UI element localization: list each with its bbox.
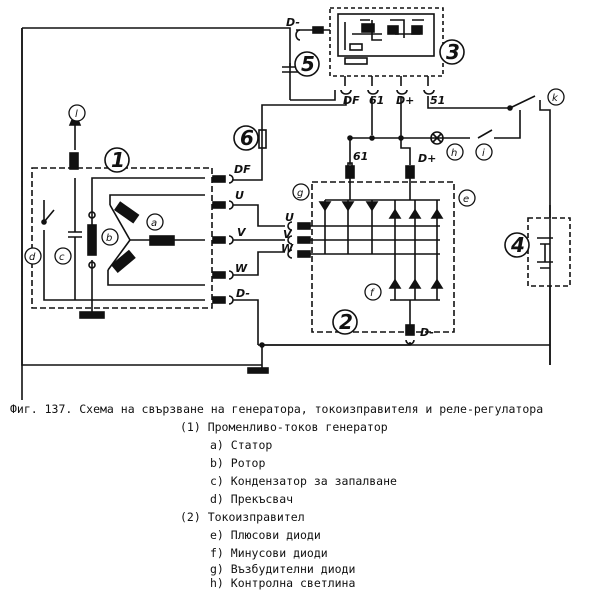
term-51: 51 bbox=[430, 94, 445, 107]
legend-item-h: h) Контролна светлина bbox=[210, 576, 356, 590]
term-d-minus-top: D- bbox=[286, 16, 300, 29]
legend-item-d: d) Прекъсвач bbox=[210, 492, 294, 506]
label-b: b bbox=[106, 233, 112, 244]
label-4: 4 bbox=[510, 233, 525, 257]
term-df-gen: DF bbox=[234, 163, 251, 176]
legend-item-a: a) Статор bbox=[210, 438, 273, 452]
generator-box bbox=[31, 167, 213, 309]
rectifier-box bbox=[311, 181, 455, 333]
label-k: k bbox=[552, 93, 559, 104]
label-c: c bbox=[59, 252, 65, 263]
term-d-minus-bottom: D- bbox=[420, 326, 434, 339]
label-h: h bbox=[451, 148, 457, 159]
term-61-reg: 61 bbox=[369, 94, 384, 107]
label-f: f bbox=[370, 288, 375, 299]
label-i: i bbox=[482, 148, 485, 159]
legend-item-1: (1) Променливо-токов генератор bbox=[180, 420, 388, 434]
term-u-gen: U bbox=[235, 189, 244, 202]
label-a: a bbox=[151, 218, 157, 229]
term-df-reg: DF bbox=[343, 94, 360, 107]
wiring-diagram: 1 2 3 4 5 6 a b c d e f g h i k l D- DF … bbox=[21, 7, 571, 400]
label-2: 2 bbox=[339, 310, 353, 334]
term-v-gen: V bbox=[237, 226, 247, 239]
regulator-inner bbox=[337, 13, 435, 57]
label-6: 6 bbox=[240, 126, 254, 150]
legend-item-e: e) Плюсови диоди bbox=[210, 528, 321, 542]
legend-item-c: c) Кондензатор за запалване bbox=[210, 474, 397, 488]
term-dplus-rect: D+ bbox=[418, 152, 436, 165]
term-dplus-reg: D+ bbox=[396, 94, 414, 107]
term-w-rect: W bbox=[281, 242, 294, 255]
label-3: 3 bbox=[446, 40, 460, 64]
label-5: 5 bbox=[301, 52, 315, 76]
label-d: d bbox=[29, 252, 36, 263]
legend-item-f: f) Минусови диоди bbox=[210, 546, 328, 560]
term-d-minus-gen: D- bbox=[236, 287, 250, 300]
term-w-gen: W bbox=[235, 262, 248, 275]
label-e: e bbox=[463, 194, 469, 205]
label-l: l bbox=[75, 109, 78, 120]
legend-item-b: b) Ротор bbox=[210, 456, 266, 470]
label-1: 1 bbox=[111, 148, 125, 172]
figure-caption: Фиг. 137. Схема на свързване на генерато… bbox=[10, 402, 544, 416]
term-v-rect: V bbox=[283, 228, 293, 241]
legend-item-2: (2) Токоизправител bbox=[180, 510, 305, 524]
battery-box bbox=[527, 217, 571, 287]
term-61-rect: 61 bbox=[353, 150, 368, 163]
label-g: g bbox=[297, 188, 303, 199]
term-u-rect: U bbox=[285, 211, 294, 224]
regulator-box bbox=[329, 7, 444, 77]
legend-item-g: g) Възбудителни диоди bbox=[210, 562, 356, 576]
